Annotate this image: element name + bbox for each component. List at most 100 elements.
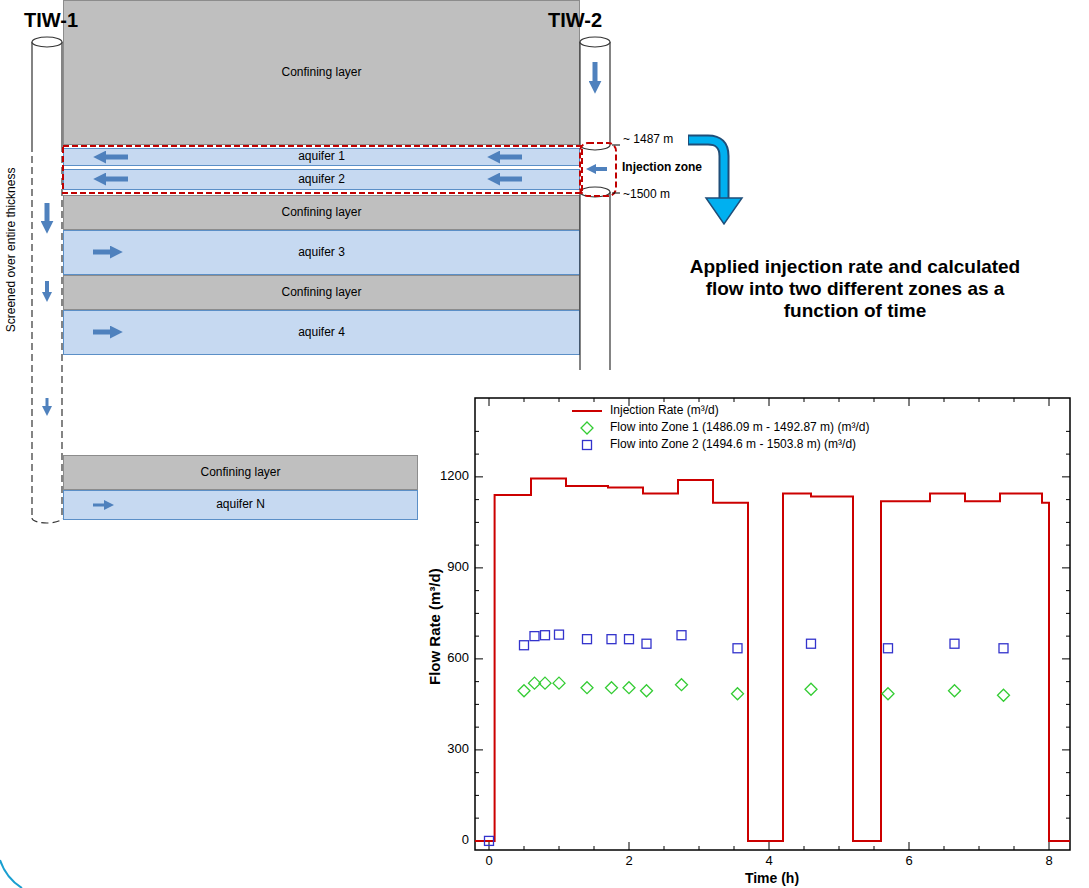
confining-layer: Confining layer	[63, 275, 580, 310]
zone2-marker	[807, 639, 816, 648]
zone1-marker	[539, 677, 551, 689]
legend-text: Injection Rate (m³/d)	[610, 404, 719, 418]
axis-title: Flow Rate (m³/d)	[425, 569, 442, 686]
well-top	[580, 37, 610, 47]
layer-name: aquifer 1	[298, 150, 345, 164]
aquifer-layer: aquifer 4	[63, 310, 580, 355]
depth-label: ~ 1487 m	[623, 133, 673, 147]
well-name: TIW-2	[548, 9, 602, 32]
flow-arrow	[46, 398, 49, 410]
well-casing	[580, 192, 610, 392]
layer-name: aquifer 2	[298, 173, 345, 187]
layer-name: Confining layer	[200, 466, 280, 480]
well-casing	[32, 42, 62, 145]
flow-arrow	[101, 155, 128, 160]
injection-zone-outline	[580, 143, 616, 196]
flow-arrow	[592, 167, 607, 171]
zone1-marker	[805, 683, 817, 695]
zone1-marker	[882, 688, 894, 700]
injection-zone-outline	[63, 146, 582, 193]
zone2-marker	[677, 631, 686, 640]
tick-label: 900	[447, 560, 469, 575]
flow-arrow	[495, 177, 522, 182]
confining-layer: Confining layer	[63, 0, 580, 145]
zone2-marker	[555, 630, 564, 639]
well-name: TIW-1	[24, 9, 78, 32]
flow-arrow	[101, 177, 128, 182]
zone1-marker	[623, 682, 635, 694]
tick-label: 0	[485, 854, 492, 869]
zone1-marker	[553, 677, 565, 689]
zone2-marker	[733, 644, 742, 653]
zone1-marker	[606, 682, 618, 694]
zone1-marker	[732, 688, 744, 700]
tick-label: 300	[447, 742, 469, 757]
well-screen	[32, 145, 62, 523]
well-casing	[580, 42, 610, 145]
plot-frame	[475, 398, 1070, 850]
confining-layer: Confining layer	[63, 195, 580, 230]
axis-title: Time (h)	[745, 870, 799, 886]
layer-name: Confining layer	[281, 66, 361, 80]
zone2-marker	[642, 639, 651, 648]
zone2-marker	[530, 632, 539, 641]
layer-name: Confining layer	[281, 206, 361, 220]
zone2-marker	[485, 836, 494, 845]
flow-arrow	[93, 330, 115, 335]
depth-label: ~1500 m	[623, 188, 670, 202]
legend-sample	[572, 410, 602, 412]
screen-note: Screened over entire thickness	[5, 168, 19, 333]
confining-layer: Confining layer	[63, 455, 418, 490]
injection-rate-line	[475, 478, 1070, 841]
zone1-marker	[676, 679, 688, 691]
zone2-marker	[520, 641, 529, 650]
layer-name: Confining layer	[281, 286, 361, 300]
well-casing	[580, 192, 610, 392]
legend-sample	[583, 441, 592, 450]
legend-text: Flow into Zone 2 (1494.6 m - 1503.8 m) (…	[610, 438, 856, 452]
legend-text: Flow into Zone 1 (1486.09 m - 1492.87 m)…	[610, 421, 869, 435]
tick-label: 1200	[440, 469, 469, 484]
well-casing	[32, 42, 62, 145]
zone2-marker	[884, 644, 893, 653]
callout-arrowhead	[706, 198, 742, 224]
tick-label: 4	[765, 854, 772, 869]
legend-sample	[581, 422, 593, 434]
tick-label: 8	[1045, 854, 1052, 869]
zone1-marker	[518, 685, 530, 697]
layer-name: aquifer 3	[298, 246, 345, 260]
tick-label: 6	[905, 854, 912, 869]
aquifer-layer: aquifer N	[63, 490, 418, 520]
flow-arrow	[45, 281, 49, 296]
zone2-marker	[625, 635, 634, 644]
axis-ticks	[475, 398, 1070, 850]
slide-decoration	[0, 860, 22, 888]
chart-background	[418, 370, 1089, 888]
well-top	[32, 37, 62, 47]
flow-chart	[475, 398, 1070, 850]
zone1-marker	[641, 685, 653, 697]
zone1-marker	[949, 685, 961, 697]
zone1-marker	[998, 689, 1010, 701]
aquifer-layer: aquifer 3	[63, 230, 580, 275]
tick-label: 2	[625, 854, 632, 869]
layer-name: aquifer N	[216, 498, 265, 512]
flow-arrow	[93, 250, 115, 255]
flow-arrow	[593, 62, 598, 86]
flow-arrow	[45, 203, 50, 226]
well-casing	[580, 42, 610, 150]
tick-label: 0	[462, 833, 469, 848]
zone2-marker	[583, 635, 592, 644]
flow-arrow	[93, 504, 108, 507]
flow-arrow	[495, 155, 522, 160]
zone2-marker	[999, 644, 1008, 653]
zone-label: Injection zone	[622, 161, 702, 175]
layer-name: aquifer 4	[298, 326, 345, 340]
zone2-marker	[950, 639, 959, 648]
depth-tick	[612, 145, 620, 193]
tick-label: 600	[447, 651, 469, 666]
zone2-marker	[541, 631, 550, 640]
zone1-marker	[581, 682, 593, 694]
zone2-marker	[607, 635, 616, 644]
